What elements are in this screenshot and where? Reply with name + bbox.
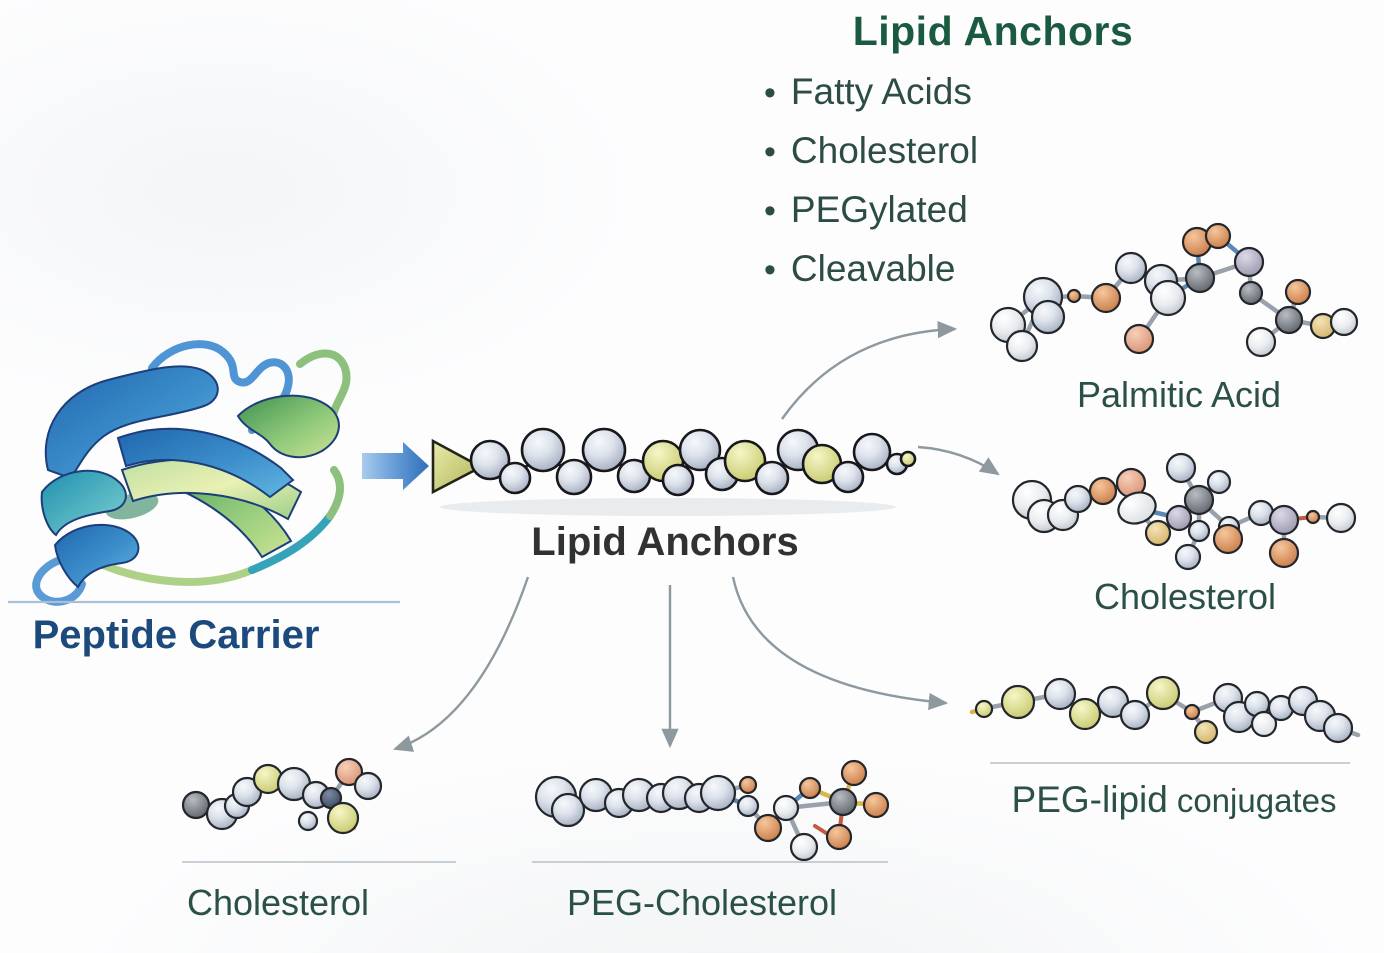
legend-item-pegylated: • PEGylated bbox=[764, 181, 1228, 240]
legend-item-label: Cleavable bbox=[790, 248, 956, 289]
legend-item-label: Cholesterol bbox=[790, 130, 979, 171]
bullet-icon: • bbox=[764, 251, 776, 289]
peg-cholesterol-molecule bbox=[534, 759, 890, 862]
legend-title: Lipid Anchors bbox=[852, 8, 1134, 54]
peptide-carrier-label: Peptide Carrier bbox=[32, 613, 320, 657]
bullet-icon: • bbox=[764, 192, 776, 230]
arrow-to-cholesterol-right bbox=[917, 445, 1000, 476]
palmitic-acid-label: Palmitic Acid bbox=[1076, 374, 1282, 415]
peptide-carrier-ribbon bbox=[32, 340, 351, 606]
bullet-icon: • bbox=[764, 133, 776, 171]
chain-shadow bbox=[440, 498, 896, 516]
peg-lipid-molecule bbox=[969, 675, 1361, 745]
flow-arrow-icon bbox=[362, 442, 429, 490]
arrow-to-cholesterol-left bbox=[392, 576, 530, 752]
legend-list: • Fatty Acids • Cholesterol • PEGylated • Cl… bbox=[758, 63, 1228, 299]
cholesterol-left-label: Cholesterol bbox=[186, 882, 370, 923]
bullet-icon: • bbox=[764, 74, 776, 112]
peg-lipid-label-sub: conjugates bbox=[1176, 782, 1337, 819]
legend-item-cleavable: • Cleavable bbox=[764, 240, 1228, 299]
legend-item-label: PEGylated bbox=[790, 189, 968, 230]
legend-item-fatty-acids: • Fatty Acids bbox=[764, 63, 1228, 122]
lipid-anchors-legend: Lipid Anchors • Fatty Acids • Cholesterol … bbox=[758, 8, 1228, 299]
legend-item-label: Fatty Acids bbox=[790, 71, 972, 112]
arrow-to-palmitic-acid bbox=[781, 320, 958, 420]
cholesterol-left-molecule bbox=[181, 757, 383, 835]
arrow-to-peg-lipid bbox=[731, 576, 949, 711]
lipid-anchors-label: Lipid Anchors bbox=[531, 520, 799, 564]
legend-item-cholesterol: • Cholesterol bbox=[764, 122, 1228, 181]
anchor-cone bbox=[431, 438, 484, 495]
palmitic-acid-molecule bbox=[989, 222, 1359, 363]
peg-lipid-label-main: PEG-lipid bbox=[1011, 779, 1168, 820]
lipid-anchor-chain-molecule bbox=[431, 427, 917, 497]
peg-cholesterol-label: PEG-Cholesterol bbox=[566, 882, 838, 923]
cholesterol-right-molecule bbox=[1011, 452, 1357, 571]
cholesterol-right-label: Cholesterol bbox=[1093, 576, 1277, 617]
